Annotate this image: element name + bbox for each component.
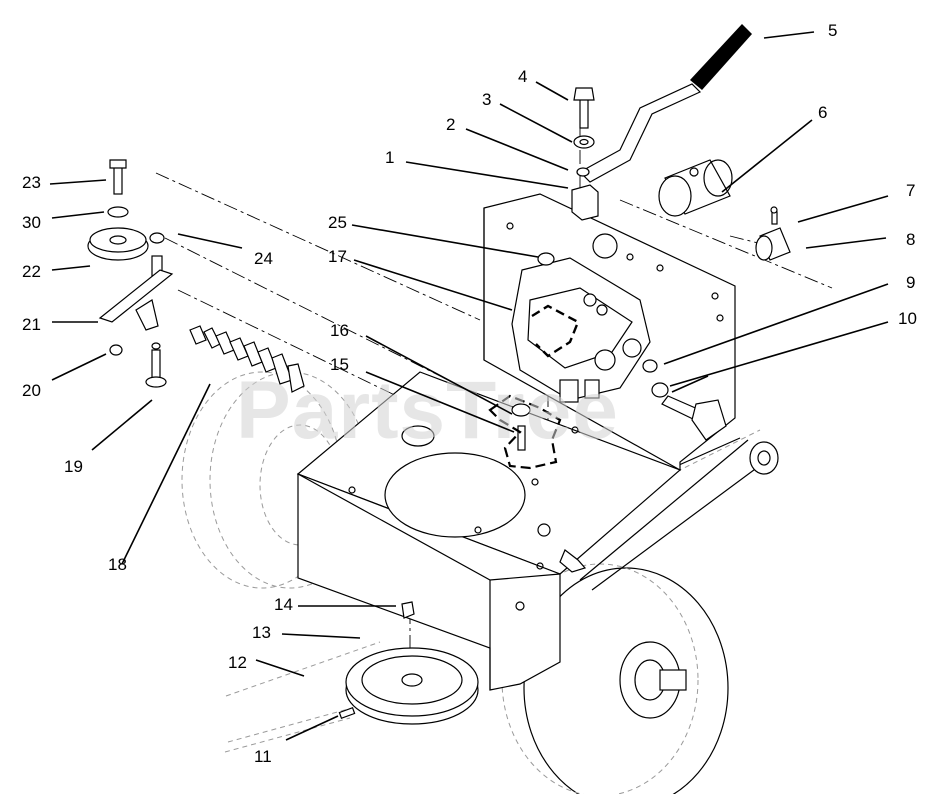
chassis-frame — [296, 371, 682, 691]
spring — [189, 325, 305, 393]
callout-4: 4 — [518, 67, 527, 86]
callout-19: 19 — [64, 457, 83, 476]
callout-5: 5 — [828, 21, 837, 40]
sleeve-parts — [658, 159, 791, 261]
callout-14: 14 — [274, 595, 293, 614]
callout-13: 13 — [252, 623, 271, 642]
handle-hardware — [571, 87, 599, 221]
callout-2: 2 — [446, 115, 455, 134]
callout-11: 11 — [254, 747, 272, 766]
callout-24: 24 — [254, 249, 273, 268]
callout-3: 3 — [482, 90, 491, 109]
callout-22: 22 — [22, 262, 41, 281]
callout-9: 9 — [906, 273, 915, 292]
callout-12: 12 — [228, 653, 247, 672]
callout-7: 7 — [906, 181, 915, 200]
leader-lines — [49, 31, 889, 741]
watermark-text: PartsTree — [236, 365, 619, 456]
callout-10: 10 — [898, 309, 917, 328]
callout-18: 18 — [108, 555, 127, 574]
callout-8: 8 — [906, 230, 915, 249]
bolt-and-spacer — [488, 252, 562, 470]
callout-17: 17 — [328, 247, 347, 266]
control-handle — [579, 24, 752, 183]
callout-25: 25 — [328, 213, 347, 232]
axle-hardware — [642, 359, 779, 475]
callout-21: 21 — [22, 315, 41, 334]
callout-1: 1 — [385, 148, 394, 167]
callout-30: 30 — [22, 213, 41, 232]
callout-6: 6 — [818, 103, 827, 122]
callout-20: 20 — [22, 381, 41, 400]
idler-assembly — [87, 159, 174, 388]
callout-16: 16 — [330, 321, 349, 340]
callout-15: 15 — [330, 355, 349, 374]
transmission — [511, 257, 651, 403]
drive-pulley — [338, 601, 479, 725]
callout-labels: 1 2 3 4 5 6 7 8 9 10 11 12 13 14 15 16 1… — [22, 21, 917, 766]
callout-23: 23 — [22, 173, 41, 192]
